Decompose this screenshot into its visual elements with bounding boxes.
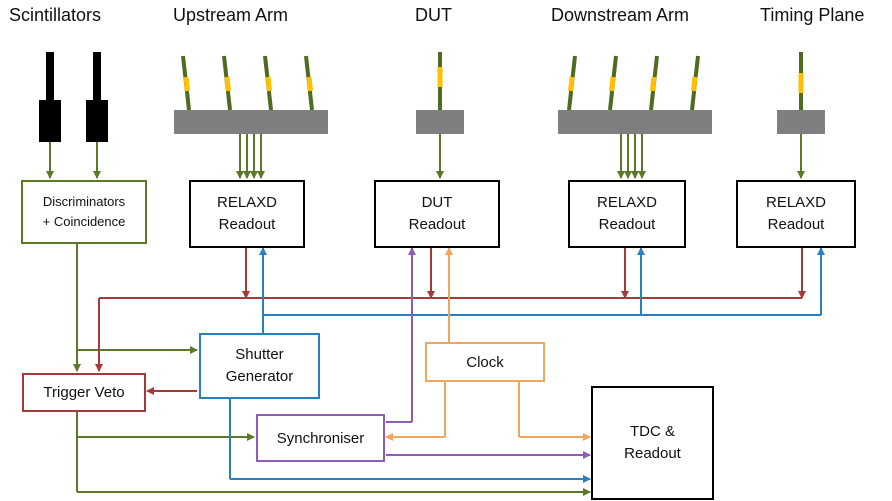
clock-lines — [385, 247, 591, 441]
relaxd-upstream-box: RELAXD Readout — [189, 180, 305, 248]
dut-readout-box: DUT Readout — [374, 180, 500, 248]
trigger-lines — [73, 244, 591, 496]
shutter-generator-box: Shutter Generator — [199, 333, 320, 399]
downstream-bar — [558, 110, 712, 134]
dut-bar — [416, 110, 464, 134]
shutter-lines — [229, 247, 825, 483]
discriminators-box: Discriminators + Coincidence — [21, 180, 147, 244]
relaxd-downstream-box: RELAXD Readout — [568, 180, 686, 248]
title-scintillators: Scintillators — [9, 5, 102, 25]
title-downstream-arm: Downstream Arm — [551, 5, 690, 25]
title-upstream-arm: Upstream Arm — [173, 5, 289, 25]
sync-lines — [386, 247, 591, 459]
synchroniser-box: Synchroniser — [256, 414, 385, 462]
scintillator-right — [86, 52, 108, 142]
trigger-veto-box: Trigger Veto — [22, 373, 146, 412]
scintillator-left — [39, 52, 61, 142]
busy-lines — [95, 248, 806, 395]
title-timing-plane: Timing Plane — [760, 5, 865, 25]
relaxd-timing-box: RELAXD Readout — [736, 180, 856, 248]
sensor-to-readout-arrows — [46, 134, 805, 179]
downstream-sensors — [567, 55, 700, 111]
timing-bar — [777, 110, 825, 134]
tdc-readout-box: TDC & Readout — [591, 386, 714, 500]
upstream-sensors — [181, 55, 314, 111]
title-dut: DUT — [415, 5, 452, 25]
clock-box: Clock — [425, 342, 545, 382]
upstream-bar — [174, 110, 328, 134]
